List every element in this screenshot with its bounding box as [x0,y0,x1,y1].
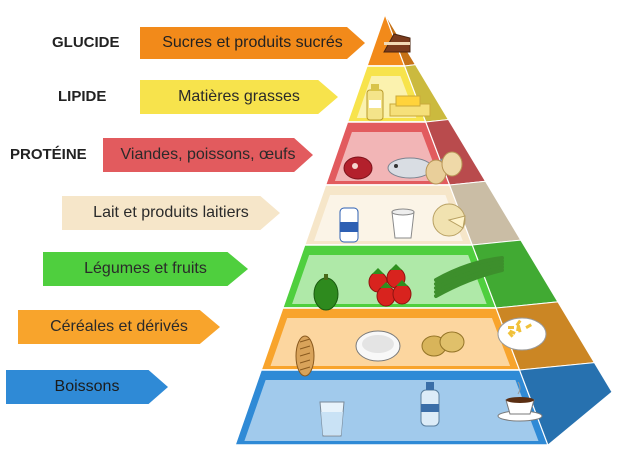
bread-icon [295,335,315,377]
coffee-cup-icon [497,381,543,422]
water-bottle-icon [420,382,440,427]
butter-icon [389,95,431,117]
strawberries-icon [368,264,412,307]
potatoes-icon [421,331,465,357]
oil-bottle-icon [366,84,384,121]
pyramid-band-side-6 [518,362,613,446]
pepper-icon [313,274,339,311]
yogurt-icon [391,208,415,239]
macro-label-proteine: PROTÉINE [10,146,87,163]
level-tag-drinks: Boissons [6,370,168,404]
cheese-icon [432,203,466,237]
pasta-icon [497,317,547,351]
eggs-icon [425,151,463,185]
rice-icon [355,330,401,362]
macro-label-lipide: LIPIDE [58,88,107,105]
water-glass-icon [319,401,345,437]
level-tag-cereals: Céréales et dérivés [18,310,220,344]
level-tag-sugars: Sucres et produits sucrés [140,27,365,59]
green-beans-icon [434,256,504,298]
milk-bottle-icon [339,207,359,243]
cake-slice-icon [383,33,411,53]
macro-label-glucide: GLUCIDE [52,34,120,51]
level-tag-proteins: Viandes, poissons, œufs [103,138,313,172]
level-tag-vegetables: Légumes et fruits [43,252,248,286]
pyramid-band-inner-6 [244,380,539,441]
level-tag-fats: Matières grasses [140,80,338,114]
meat-icon [343,156,373,180]
level-tag-dairy: Lait et produits laitiers [62,196,280,230]
